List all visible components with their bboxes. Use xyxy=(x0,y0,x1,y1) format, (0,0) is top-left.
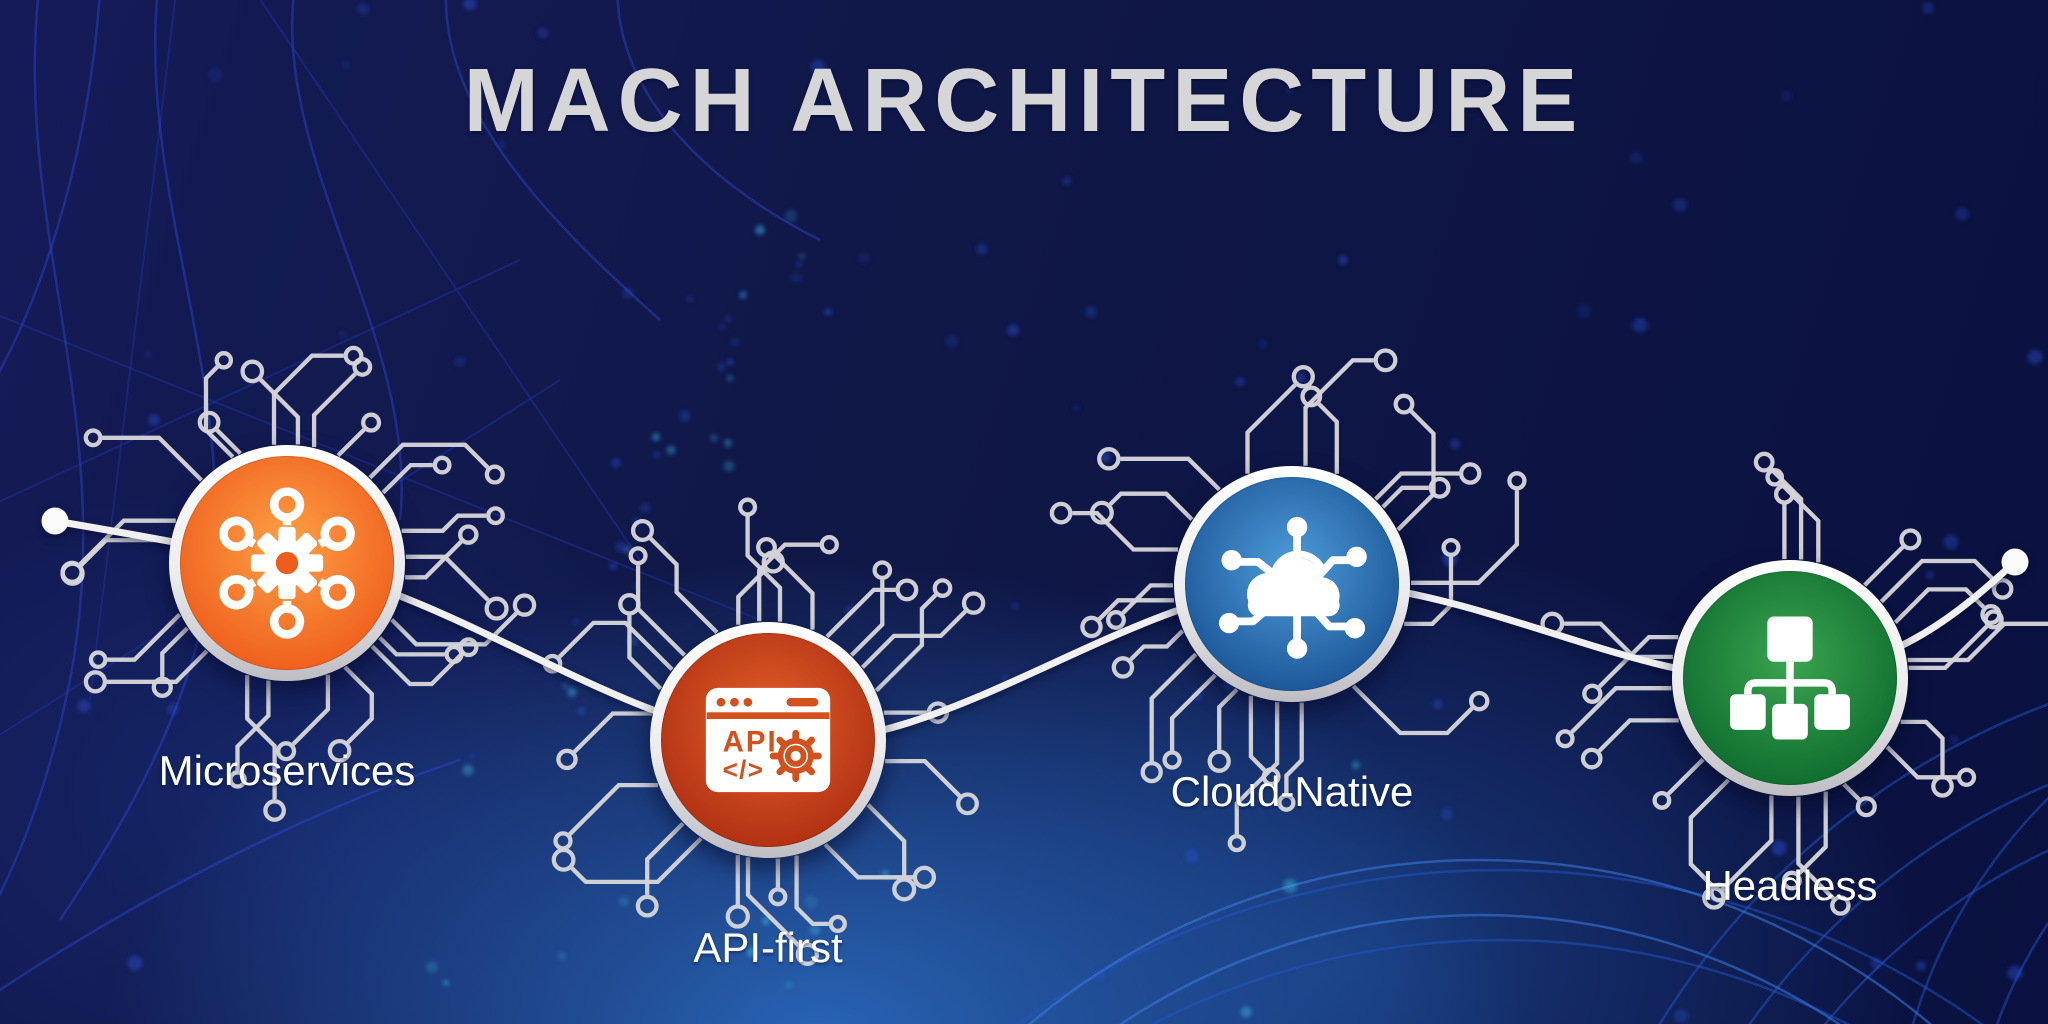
api-icon-code: </> xyxy=(723,755,765,785)
node-circle xyxy=(1185,477,1399,691)
circuit-traces xyxy=(1049,348,1527,853)
node-label: Microservices xyxy=(158,747,416,794)
sitemap-hierarchy-icon xyxy=(1730,616,1850,740)
node-label: Cloud-Native xyxy=(1170,768,1414,815)
node-label: Headless xyxy=(1702,862,1878,909)
node-label: API-first xyxy=(693,924,843,971)
api-icon-text: API xyxy=(723,726,778,759)
cloud-network-icon xyxy=(1218,516,1367,659)
node-circle xyxy=(1683,571,1897,785)
microservices-hub-gear-icon xyxy=(219,487,355,639)
start-dot xyxy=(41,507,69,535)
node-ring xyxy=(169,445,405,681)
node-circle: API </> xyxy=(661,633,875,847)
end-dot xyxy=(2001,548,2029,576)
circuit-traces xyxy=(60,345,537,822)
node-ring xyxy=(1174,466,1410,702)
node-ring: API </> xyxy=(650,622,886,858)
node-microservices: Microservices xyxy=(137,445,437,795)
corner-arcs xyxy=(1016,703,2048,1024)
api-browser-window-icon: API </> xyxy=(705,687,831,793)
node-circle xyxy=(180,456,394,670)
node-headless: Headless xyxy=(1640,560,1940,910)
circuit-traces xyxy=(1540,451,2048,916)
page-title: MACH ARCHITECTURE xyxy=(463,51,1585,151)
node-api-first: API </> API-first xyxy=(618,622,918,972)
node-ring xyxy=(1672,560,1908,796)
circuit-traces xyxy=(542,497,986,966)
node-cloud-native: Cloud-Native xyxy=(1142,466,1442,816)
